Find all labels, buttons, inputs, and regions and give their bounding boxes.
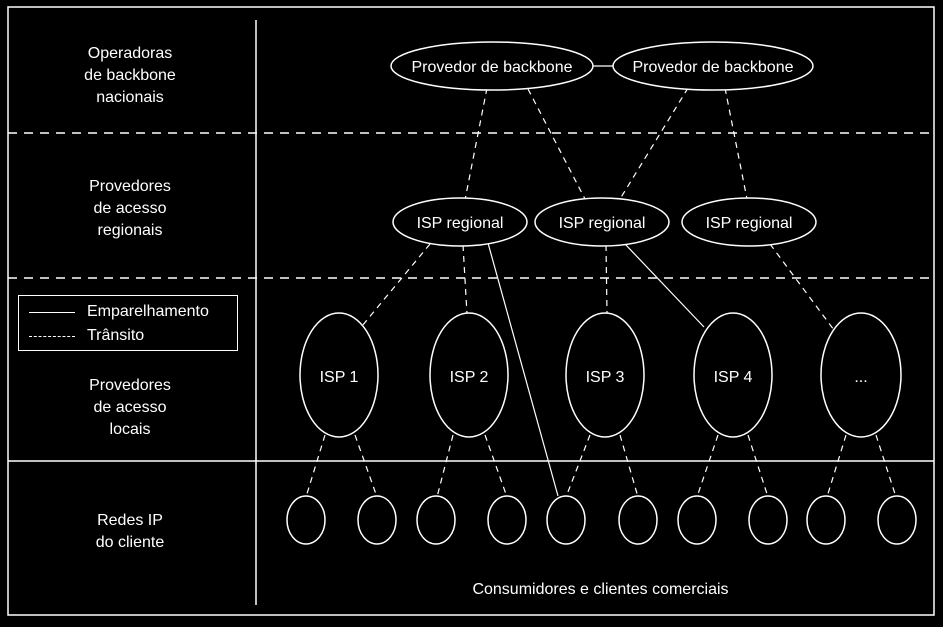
regional-node-1-label: ISP regional xyxy=(417,215,504,232)
backbone-node-2: Provedor de backbone xyxy=(612,41,814,91)
row-label-backbone-line1: Operadoras xyxy=(87,45,173,62)
row-label-regional-line1: Provedores xyxy=(89,178,171,195)
regional-node-3: ISP regional xyxy=(681,197,817,247)
customer-caption: Consumidores e clientes comerciais xyxy=(472,581,729,598)
backbone-node-1: Provedor de backbone xyxy=(390,41,594,91)
solid-line-icon xyxy=(29,311,75,313)
legend-transit-label: Trânsito xyxy=(87,327,145,344)
local-isp-node-1: ISP 1 xyxy=(299,312,379,438)
local-isp-node-1-label: ISP 1 xyxy=(320,369,359,386)
transit-link-isp5-customer10 xyxy=(875,434,897,498)
row-label-customer-line1: Redes IP xyxy=(97,512,163,529)
transit-link-backbone1-regional2 xyxy=(527,88,586,200)
regional-node-3-label: ISP regional xyxy=(706,215,793,232)
customer-network-10 xyxy=(877,495,917,545)
transit-link-isp4-customer8 xyxy=(747,434,769,498)
customer-network-5 xyxy=(546,495,586,545)
local-isp-node-4: ISP 4 xyxy=(693,312,773,438)
row-label-customer: Redes IP do cliente xyxy=(30,510,230,554)
peering-link-regional1-customer xyxy=(487,242,559,497)
legend-item-transit: Trânsito xyxy=(29,326,144,346)
row-label-customer-line2: do cliente xyxy=(95,534,165,551)
transit-link-regional2-isp3 xyxy=(605,244,608,315)
transit-link-regional1-isp1 xyxy=(361,243,431,327)
local-isp-node-5-label: ... xyxy=(854,369,867,386)
customer-network-7 xyxy=(677,495,717,545)
customer-network-6 xyxy=(618,495,658,545)
customer-network-1 xyxy=(286,495,326,545)
transit-link-regional3-isp5 xyxy=(769,243,835,331)
customer-network-2 xyxy=(357,495,397,545)
transit-link-isp2-customer3 xyxy=(436,434,454,498)
local-isp-node-5: ... xyxy=(820,312,902,438)
row-label-regional: Provedores de acesso regionais xyxy=(30,176,230,242)
transit-link-isp4-customer7 xyxy=(696,434,719,498)
transit-link-isp1-customer1 xyxy=(305,434,326,498)
transit-link-backbone1-regional1 xyxy=(464,87,488,201)
local-isp-node-3-label: ISP 3 xyxy=(586,369,625,386)
transit-link-backbone2-regional3 xyxy=(724,87,748,200)
regional-node-1: ISP regional xyxy=(392,197,528,247)
legend-item-peering: Emparelhamento xyxy=(29,302,209,322)
row-label-local-line1: Provedores xyxy=(89,377,171,394)
row-label-local-line3: locais xyxy=(109,421,151,438)
legend: Emparelhamento Trânsito xyxy=(18,295,238,351)
regional-node-2: ISP regional xyxy=(534,197,670,247)
row-label-backbone: Operadoras de backbone nacionais xyxy=(30,43,230,109)
transit-link-isp5-customer9 xyxy=(826,434,847,498)
row-label-local-line2: de acesso xyxy=(93,399,167,416)
diagram-frame xyxy=(7,6,935,616)
local-isp-node-4-label: ISP 4 xyxy=(714,369,753,386)
customer-network-9 xyxy=(806,495,846,545)
customer-network-3 xyxy=(416,495,456,545)
row-label-backbone-line3: nacionais xyxy=(96,89,164,106)
customer-network-8 xyxy=(748,495,788,545)
peering-link-regional2-isp4 xyxy=(624,243,705,328)
transit-link-isp3-customer5 xyxy=(565,434,591,498)
local-isp-node-2-label: ISP 2 xyxy=(450,369,489,386)
row-label-regional-line3: regionais xyxy=(97,222,163,239)
transit-link-isp3-customer6 xyxy=(619,434,639,498)
local-isp-node-2: ISP 2 xyxy=(429,312,509,438)
dashed-line-icon xyxy=(29,335,75,337)
row-label-local: Provedores de acesso locais xyxy=(30,375,230,441)
legend-peering-label: Emparelhamento xyxy=(87,303,209,320)
customer-network-4 xyxy=(487,495,527,545)
row-label-backbone-line2: de backbone xyxy=(84,67,176,84)
transit-link-backbone2-regional2 xyxy=(619,87,689,200)
transit-link-regional1-isp2 xyxy=(462,244,468,315)
backbone-node-2-label: Provedor de backbone xyxy=(633,59,794,76)
backbone-node-1-label: Provedor de backbone xyxy=(412,59,573,76)
transit-link-isp1-customer2 xyxy=(354,434,378,498)
regional-node-2-label: ISP regional xyxy=(559,215,646,232)
row-label-regional-line2: de acesso xyxy=(93,200,167,217)
local-isp-node-3: ISP 3 xyxy=(565,312,645,438)
transit-link-isp2-customer4 xyxy=(484,434,508,498)
